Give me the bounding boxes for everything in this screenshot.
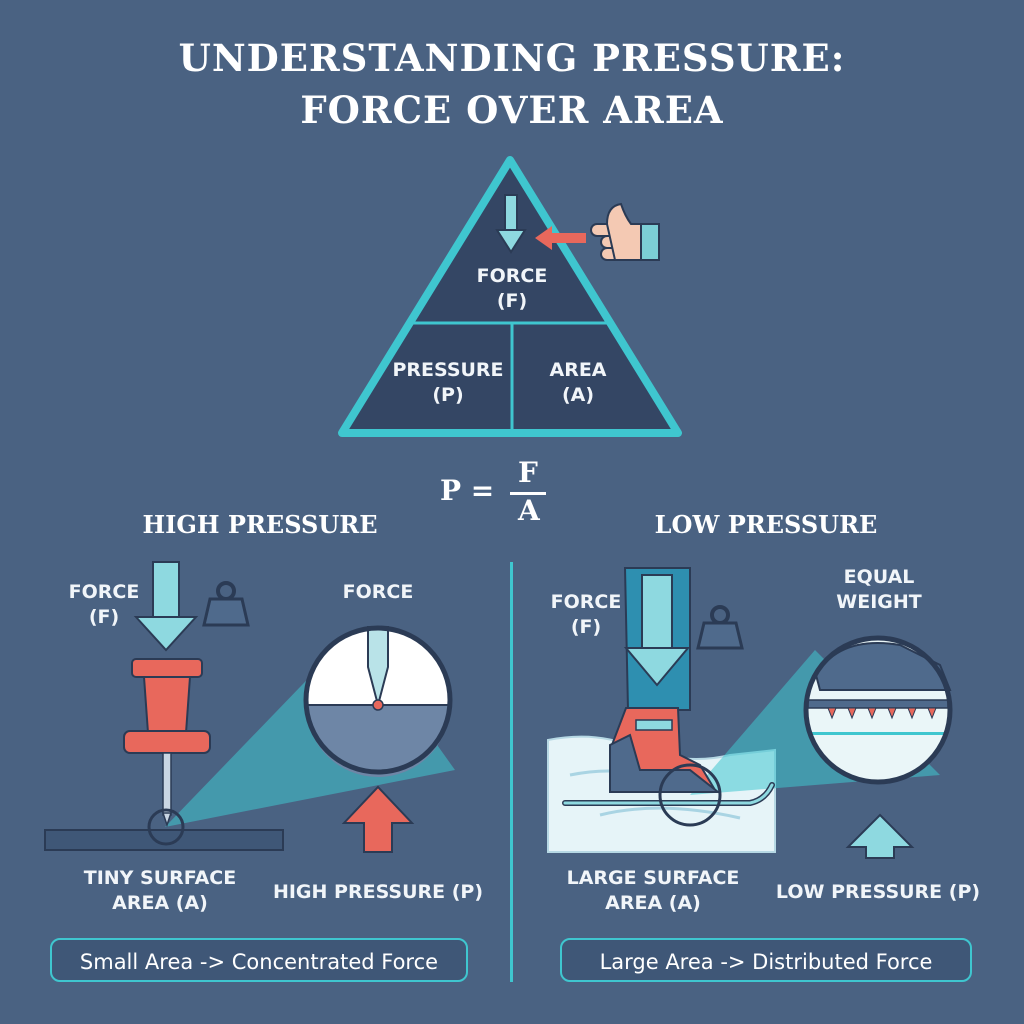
pressure-triangle <box>338 156 682 437</box>
low-zoom-magnifier <box>803 635 953 785</box>
high-pressure-summary-box: Small Area -> Concentrated Force <box>50 938 468 982</box>
triangle-pressure-symbol: (P) <box>432 384 464 406</box>
title-line-1: UNDERSTANDING PRESSURE: <box>178 36 846 80</box>
formula-left: P = <box>440 474 495 507</box>
low-force-symbol: (F) <box>570 616 602 638</box>
triangle-force-label: FORCE (F) <box>452 264 572 314</box>
low-pressure-illustration <box>547 567 953 859</box>
triangle-pressure-text: PRESSURE <box>392 359 504 381</box>
equal-weight-line-2: WEIGHT <box>836 591 922 613</box>
tiny-surface-text: TINY SURFACE <box>83 867 237 889</box>
low-force-arrow-icon <box>623 574 691 687</box>
force-arrow-icon <box>133 561 199 652</box>
high-pressure-label: HIGH PRESSURE (P) <box>272 881 484 903</box>
zoom-magnifier <box>303 625 453 777</box>
large-surface-area-label: LARGE SURFACE AREA (A) <box>548 866 758 916</box>
title-line-2: FORCE OVER AREA <box>300 88 724 132</box>
low-force-label: FORCE (F) <box>540 590 632 640</box>
tiny-surface-area-text: AREA (A) <box>112 892 208 914</box>
low-force-text: FORCE <box>550 591 622 613</box>
low-pressure-heading: LOW PRESSURE <box>654 510 878 539</box>
high-force-text: FORCE <box>68 581 140 603</box>
formula-numerator: F <box>518 456 538 489</box>
equal-weight-label: EQUAL WEIGHT <box>816 565 942 615</box>
formula-denominator: A <box>518 494 540 527</box>
triangle-pressure-label: PRESSURE (P) <box>382 358 514 408</box>
push-pin-icon <box>123 658 211 828</box>
triangle-force-symbol: (F) <box>496 290 528 312</box>
large-surface-text: LARGE SURFACE <box>566 867 740 889</box>
low-pressure-summary-box: Large Area -> Distributed Force <box>560 938 972 982</box>
high-pressure-illustration <box>44 561 455 853</box>
triangle-force-text: FORCE <box>476 265 548 287</box>
high-pressure-heading: HIGH PRESSURE <box>142 510 378 539</box>
force-down-arrow-icon <box>495 194 527 254</box>
low-weight-icon <box>696 605 744 650</box>
low-pressure-arrow-icon <box>845 813 915 859</box>
page-title: UNDERSTANDING PRESSURE: FORCE OVER AREA <box>0 32 1024 136</box>
high-force-symbol: (F) <box>88 606 120 628</box>
zoom-force-label: FORCE <box>342 581 414 603</box>
low-pressure-label: LOW PRESSURE (P) <box>775 881 981 903</box>
snowshoe-boot-icon <box>562 707 775 827</box>
push-arrow-icon <box>535 226 586 250</box>
hand-pointing-icon <box>590 202 660 261</box>
weight-icon <box>202 581 250 627</box>
high-force-label: FORCE (F) <box>58 580 150 630</box>
triangle-area-symbol: (A) <box>561 384 595 406</box>
formula-fraction-bar <box>510 492 546 495</box>
triangle-outline <box>338 156 682 437</box>
equal-weight-line-1: EQUAL <box>843 566 915 588</box>
tiny-surface-area-label: TINY SURFACE AREA (A) <box>60 866 260 916</box>
contact-point-circle <box>147 808 185 846</box>
high-pressure-arrow-icon <box>341 785 415 853</box>
section-divider <box>510 562 513 982</box>
surface-ground <box>44 829 284 851</box>
triangle-area-label: AREA (A) <box>528 358 628 408</box>
large-surface-area-text: AREA (A) <box>605 892 701 914</box>
triangle-area-text: AREA <box>549 359 607 381</box>
